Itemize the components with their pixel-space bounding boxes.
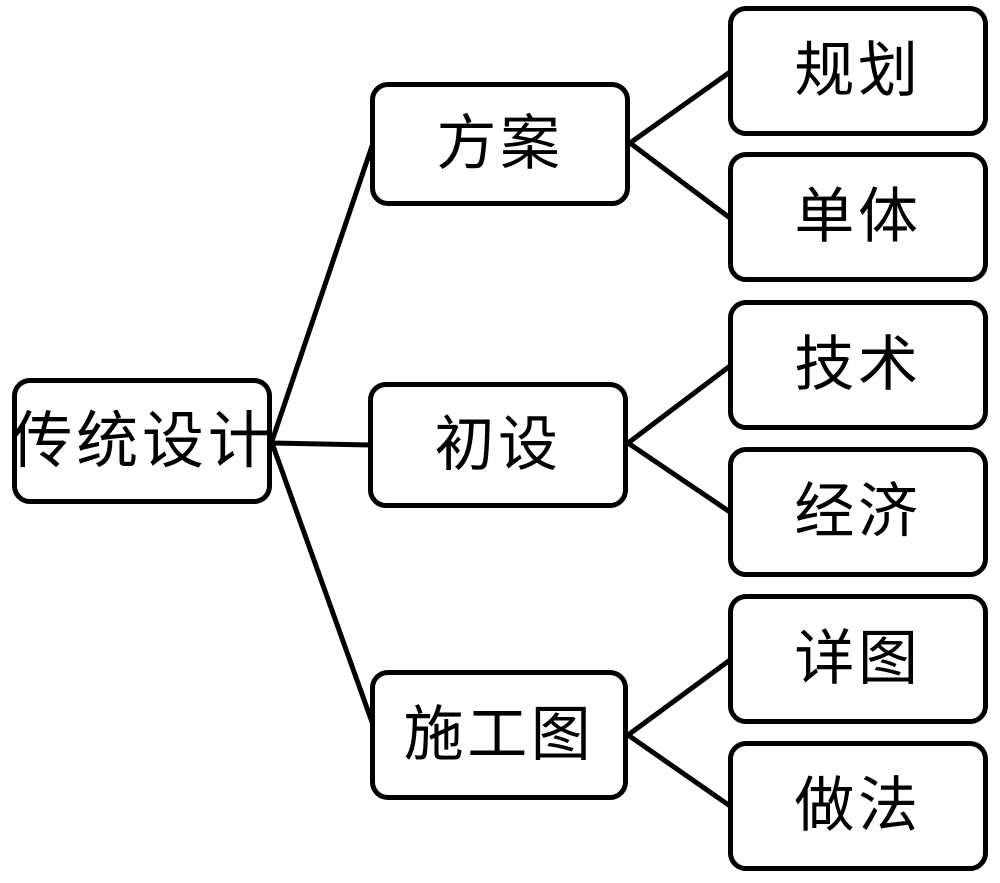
node-label-leaf-jishu: 技术 [794,330,922,400]
node-leaf-xiangtu[interactable]: 详图 [728,594,988,724]
edge-chushe-jingji [625,440,733,515]
node-label-phase-shigongtu: 施工图 [403,700,595,770]
node-phase-fangan[interactable]: 方案 [370,82,630,206]
node-leaf-zuofa[interactable]: 做法 [728,741,988,871]
node-leaf-guihua[interactable]: 规划 [728,6,988,136]
node-label-root: 传统设计 [10,404,274,477]
node-leaf-jingji[interactable]: 经济 [728,447,988,577]
node-label-leaf-xiangtu: 详图 [794,624,922,694]
edge-fangan-guihua [627,69,733,146]
edge-fangan-danti [627,140,733,221]
node-leaf-jishu[interactable]: 技术 [728,300,988,430]
node-label-leaf-guihua: 规划 [794,36,922,106]
node-leaf-danti[interactable]: 单体 [728,152,988,282]
edge-chushe-jishu [625,363,733,446]
node-label-leaf-jingji: 经济 [794,477,922,547]
node-label-phase-fangan: 方案 [436,109,564,179]
edge-root-fangan [269,143,375,444]
node-phase-chushe[interactable]: 初设 [368,382,628,508]
node-label-leaf-zuofa: 做法 [794,771,922,841]
edge-root-shigongtu [269,440,375,725]
node-label-phase-chushe: 初设 [434,410,562,480]
edge-shigongtu-zuofa [625,732,733,809]
edge-root-chushe [269,440,373,448]
node-phase-shigongtu[interactable]: 施工图 [370,670,628,800]
edge-shigongtu-xiangtu [625,657,733,738]
node-root[interactable]: 传统设计 [10,378,274,504]
node-label-leaf-danti: 单体 [794,182,922,252]
